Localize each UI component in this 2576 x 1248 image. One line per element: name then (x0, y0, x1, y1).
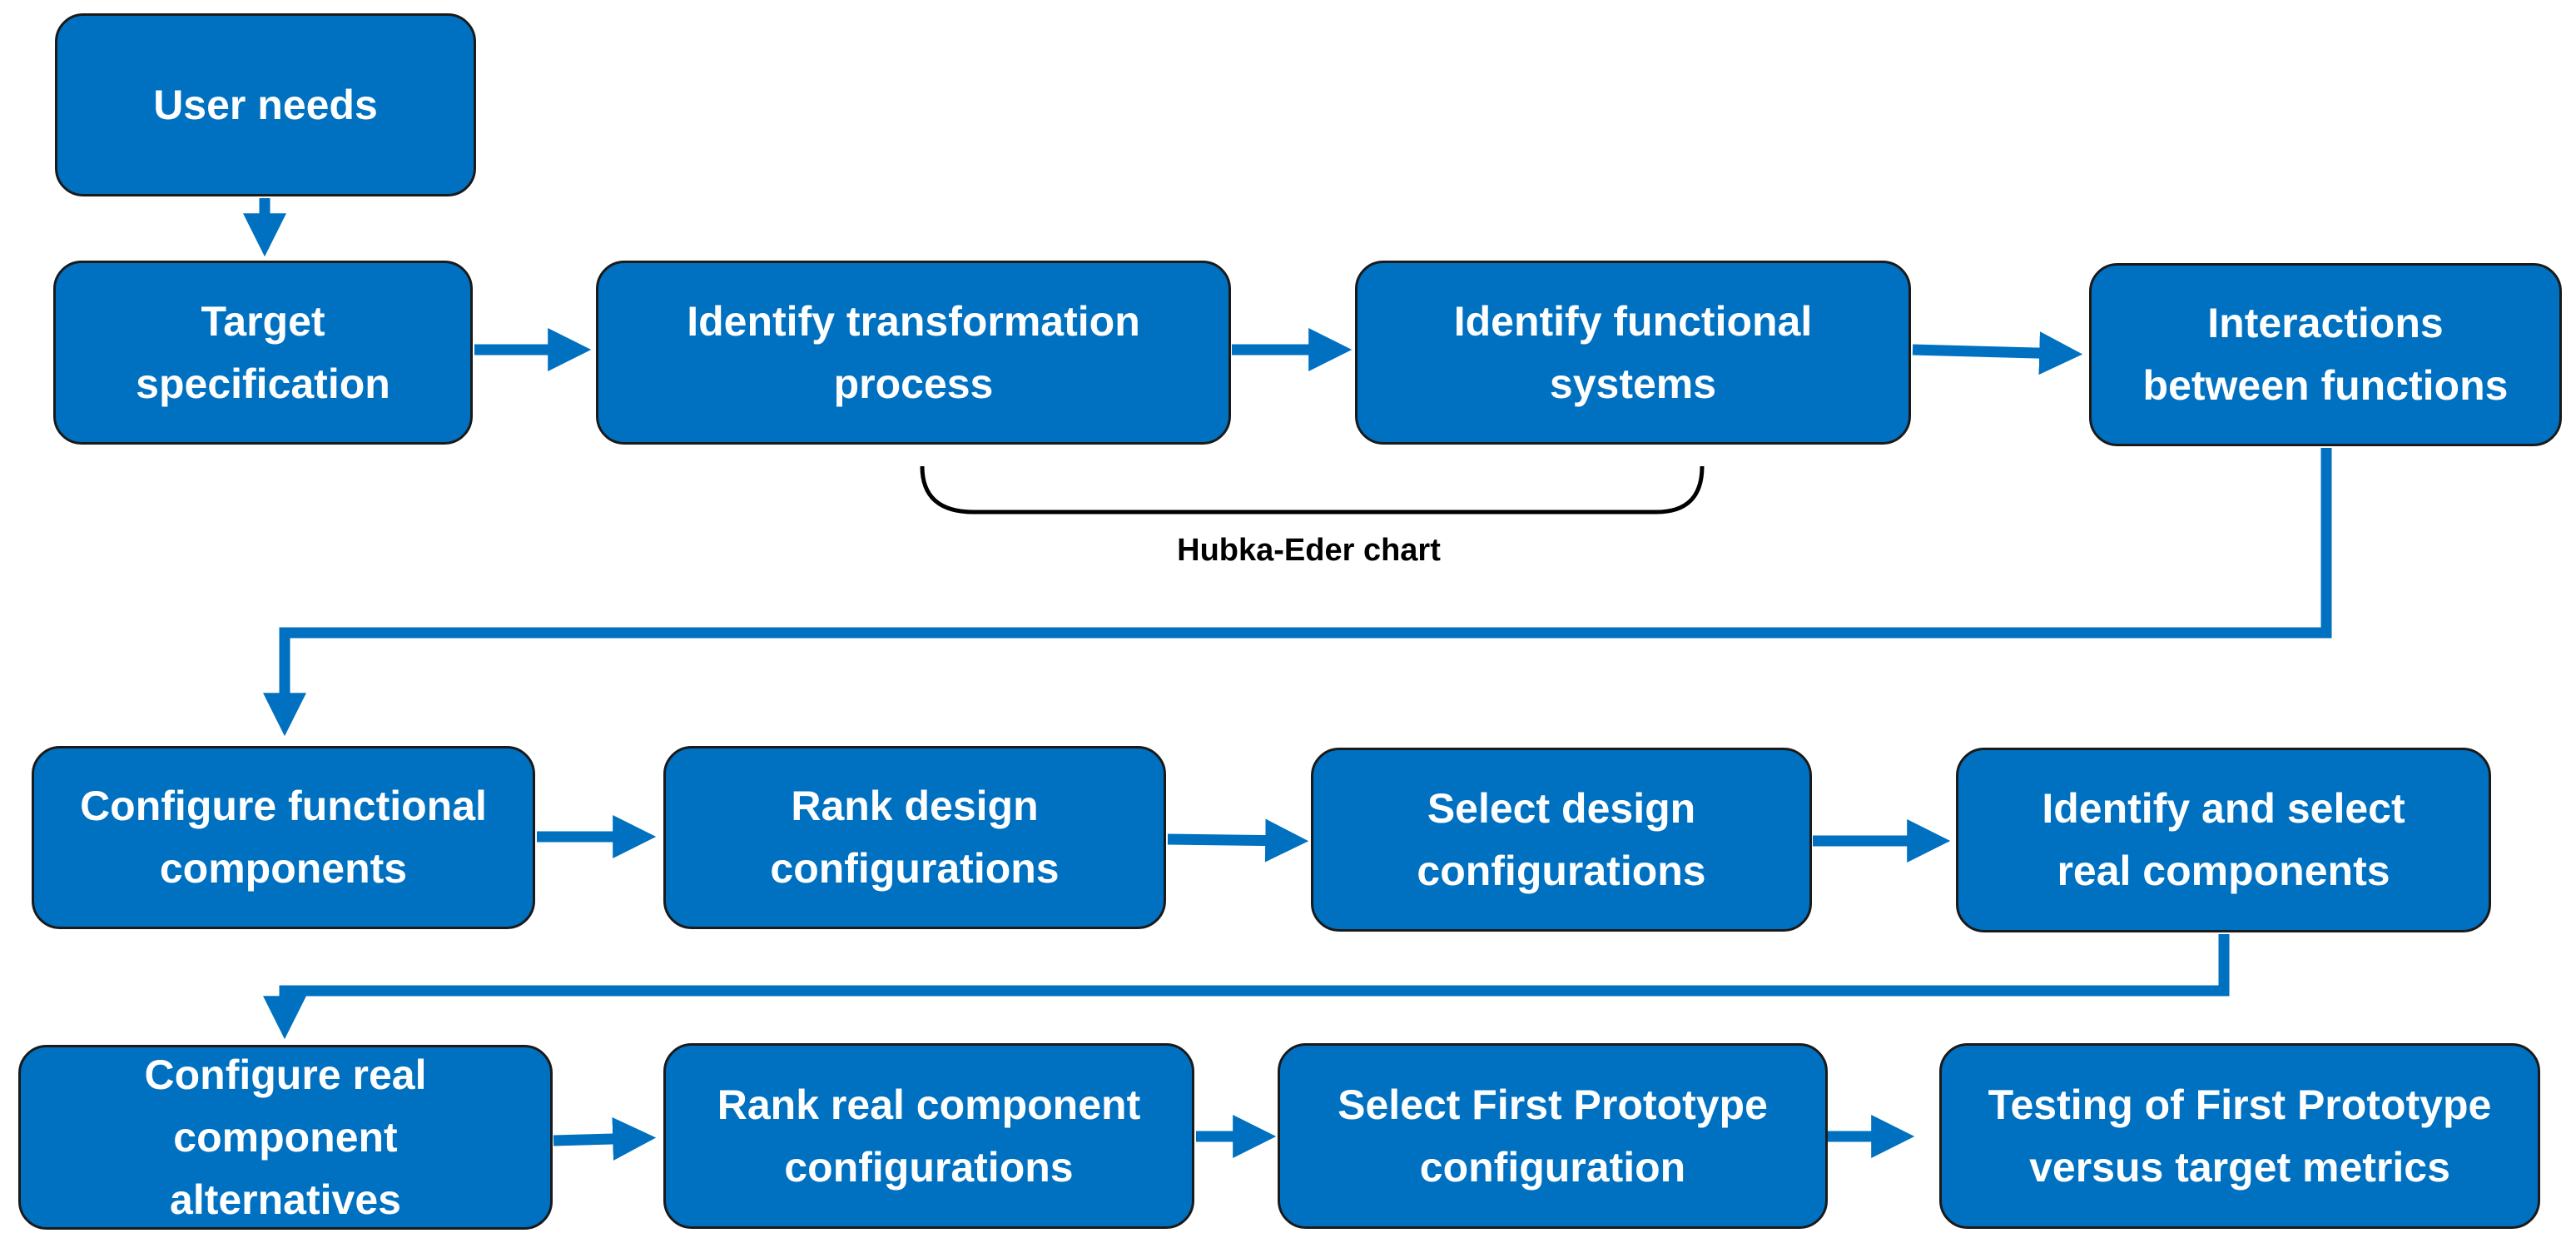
node-interactions-between-functions: Interactions between functions (2089, 263, 2562, 446)
node-testing-of-first-prototype: Testing of First Prototype versus target… (1939, 1043, 2540, 1229)
node-configure-functional-components: Configure functional components (32, 746, 535, 929)
arrow-interactions-to-configure-functional (263, 448, 2332, 737)
node-select-first-prototype-configuration: Select First Prototype configuration (1278, 1043, 1828, 1229)
node-identify-and-select-real-components: Identify and select real components (1956, 748, 2491, 932)
hubka-eder-chart-label: Hubka-Eder chart (1177, 533, 1441, 568)
hubka-eder-bracket (920, 465, 1705, 515)
node-identify-functional-systems: Identify functional systems (1355, 261, 1911, 445)
arrow-functional-systems-to-interactions (1912, 331, 2083, 375)
node-select-design-configurations: Select design configurations (1311, 748, 1812, 932)
arrow-identify-real-to-configure-real (263, 934, 2230, 1040)
node-rank-real-component-configurations: Rank real component configurations (663, 1043, 1194, 1229)
node-rank-design-configurations: Rank design configurations (663, 746, 1166, 929)
arrow-configure-real-to-rank-real (553, 1116, 657, 1161)
node-identify-transformation-process: Identify transformation process (596, 261, 1231, 445)
node-target-specification: Target specification (53, 261, 473, 445)
arrow-rank-design-to-select-design (1167, 818, 1309, 863)
node-configure-real-component-alternatives: Configure real component alternatives (18, 1045, 553, 1230)
node-user-needs: User needs (55, 13, 476, 196)
